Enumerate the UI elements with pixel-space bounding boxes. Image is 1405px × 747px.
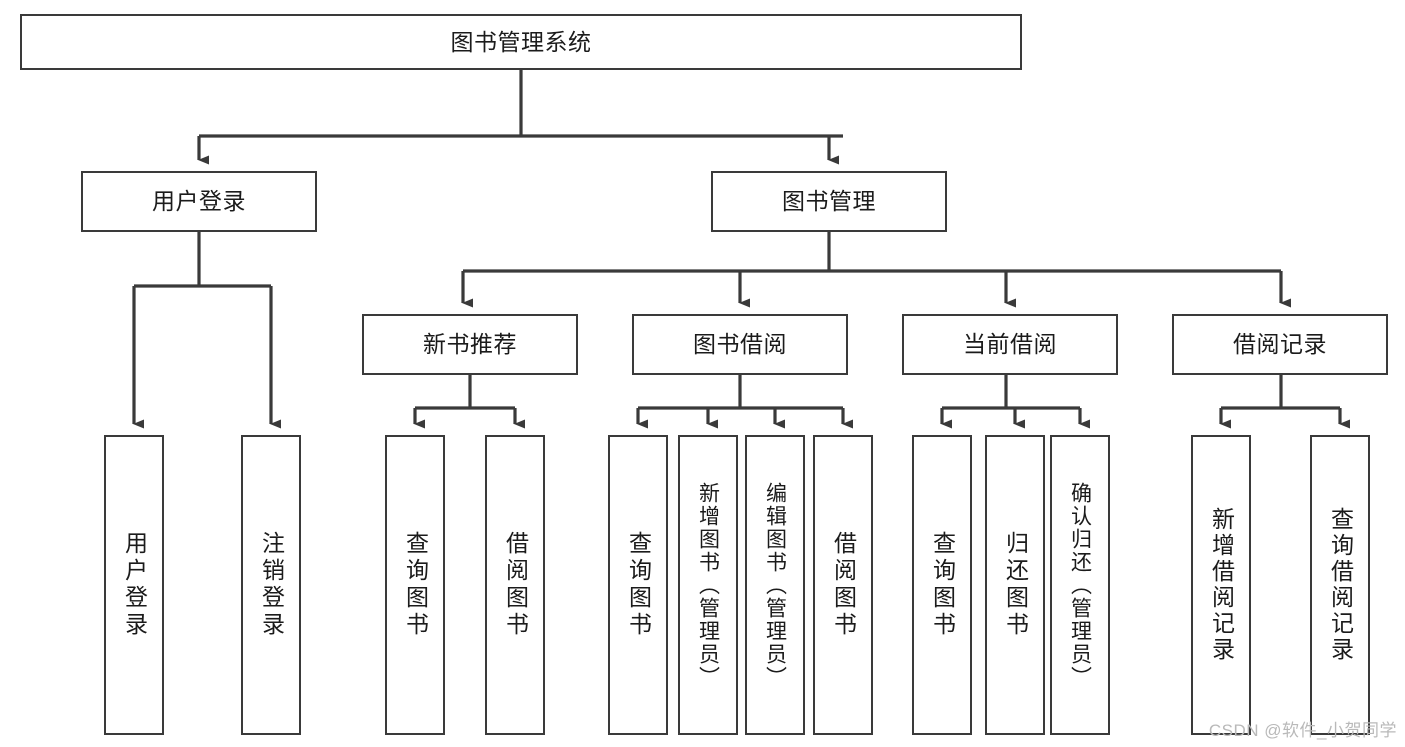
leaf-user-login[interactable]: 用户登录: [104, 435, 164, 735]
leaf-newbook-query-book[interactable]: 查询图书: [385, 435, 445, 735]
node-root-label: 图书管理系统: [450, 28, 592, 55]
node-borrow-records[interactable]: 借阅记录: [1172, 314, 1388, 375]
leaf-current-query-book-label: 查询图书: [929, 531, 956, 639]
leaf-borrow-edit-book-admin-label: 编辑图书（管理员）: [763, 481, 787, 689]
leaf-current-return-book[interactable]: 归还图书: [985, 435, 1045, 735]
leaf-current-confirm-return-admin[interactable]: 确认归还（管理员）: [1050, 435, 1110, 735]
leaf-newbook-query-book-label: 查询图书: [402, 531, 429, 639]
node-root[interactable]: 图书管理系统: [20, 14, 1022, 70]
leaf-borrow-lend-book-label: 借阅图书: [830, 531, 857, 639]
leaf-borrow-edit-book-admin[interactable]: 编辑图书（管理员）: [745, 435, 805, 735]
leaf-records-add-record-label: 新增借阅记录: [1208, 507, 1235, 663]
node-borrow-records-label: 借阅记录: [1233, 331, 1327, 357]
leaf-logout-label: 注销登录: [258, 531, 285, 639]
leaf-newbook-borrow-book-label: 借阅图书: [502, 531, 529, 639]
node-new-book-recommend[interactable]: 新书推荐: [362, 314, 578, 375]
leaf-logout[interactable]: 注销登录: [241, 435, 301, 735]
leaf-current-confirm-return-admin-label: 确认归还（管理员）: [1068, 481, 1092, 689]
leaf-borrow-query-book-label: 查询图书: [625, 531, 652, 639]
leaf-borrow-lend-book[interactable]: 借阅图书: [813, 435, 873, 735]
node-user-login-label: 用户登录: [152, 188, 246, 214]
leaf-records-query-record[interactable]: 查询借阅记录: [1310, 435, 1370, 735]
node-book-borrow[interactable]: 图书借阅: [632, 314, 848, 375]
leaf-user-login-label: 用户登录: [121, 531, 148, 639]
node-book-borrow-label: 图书借阅: [693, 331, 787, 357]
leaf-current-query-book[interactable]: 查询图书: [912, 435, 972, 735]
node-book-management[interactable]: 图书管理: [711, 171, 947, 232]
node-new-book-recommend-label: 新书推荐: [423, 331, 517, 357]
leaf-borrow-add-book-admin-label: 新增图书（管理员）: [696, 481, 720, 689]
leaf-records-query-record-label: 查询借阅记录: [1327, 507, 1354, 663]
node-current-borrow-label: 当前借阅: [963, 331, 1057, 357]
node-current-borrow[interactable]: 当前借阅: [902, 314, 1118, 375]
leaf-borrow-add-book-admin[interactable]: 新增图书（管理员）: [678, 435, 738, 735]
leaf-newbook-borrow-book[interactable]: 借阅图书: [485, 435, 545, 735]
node-book-management-label: 图书管理: [782, 188, 876, 214]
leaf-records-add-record[interactable]: 新增借阅记录: [1191, 435, 1251, 735]
node-user-login[interactable]: 用户登录: [81, 171, 317, 232]
leaf-borrow-query-book[interactable]: 查询图书: [608, 435, 668, 735]
leaf-current-return-book-label: 归还图书: [1002, 531, 1029, 639]
